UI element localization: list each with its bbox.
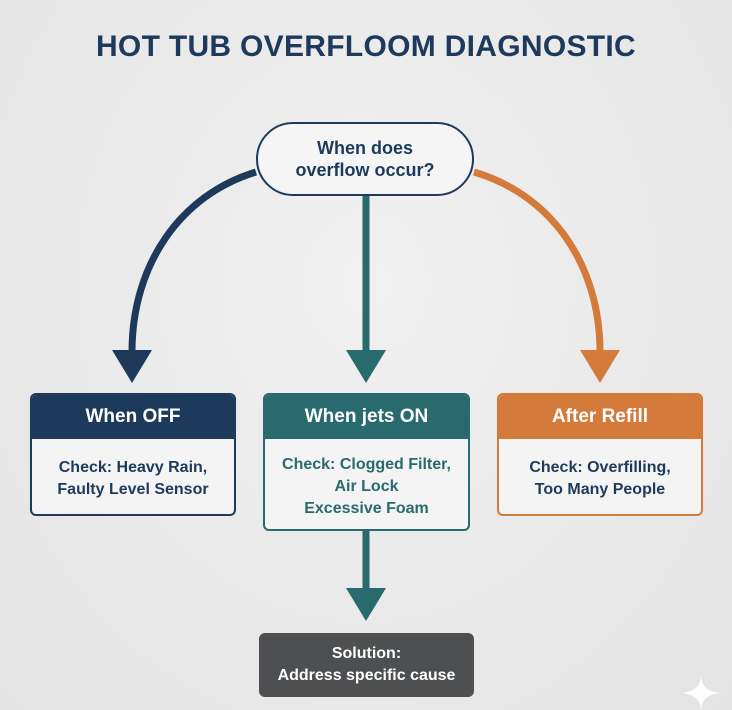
question-text: When does overflow occur? — [295, 138, 435, 180]
solution-node: Solution: Address specific cause — [259, 633, 474, 697]
branch-when-off: When OFF Check: Heavy Rain, Faulty Level… — [30, 393, 236, 516]
solution-label: Solution: — [331, 645, 402, 662]
diagram-title: HOT TUB OVERFLOOM DIAGNOSTIC — [95, 30, 637, 63]
branch-heading: When jets ON — [265, 395, 468, 439]
branch-line: Faulty Level Sensor — [57, 481, 209, 498]
branch-body: Check: Heavy Rain, Faulty Level Sensor — [32, 439, 234, 513]
sparkle-icon — [682, 676, 720, 710]
branch-heading: When OFF — [32, 395, 234, 439]
solution-text: Address specific cause — [277, 667, 456, 684]
question-node: When does overflow occur? — [256, 122, 474, 196]
arrowhead-when-jets-on — [346, 350, 386, 383]
branch-body: Check: Overfilling, Too Many People — [499, 439, 701, 513]
branch-heading: After Refill — [499, 395, 701, 439]
branch-line: Check: Clogged Filter, — [282, 456, 451, 473]
branch-body: Check: Clogged Filter, Air Lock Excessiv… — [265, 439, 468, 529]
arrowhead-solution — [346, 588, 386, 621]
arrowhead-when-off — [112, 350, 152, 383]
branch-line: Check: Heavy Rain, — [58, 459, 208, 476]
branch-line: Air Lock — [334, 478, 399, 495]
branch-line: Excessive Foam — [304, 500, 429, 517]
arrow-to-when-off — [128, 168, 258, 353]
arrowhead-after-refill — [580, 350, 620, 383]
branch-after-refill: After Refill Check: Overfilling, Too Man… — [497, 393, 703, 516]
branch-when-jets-on: When jets ON Check: Clogged Filter, Air … — [263, 393, 470, 531]
branch-line: Check: Overfilling, — [529, 459, 671, 476]
arrow-to-after-refill — [473, 168, 604, 353]
branch-line: Too Many People — [534, 481, 666, 498]
